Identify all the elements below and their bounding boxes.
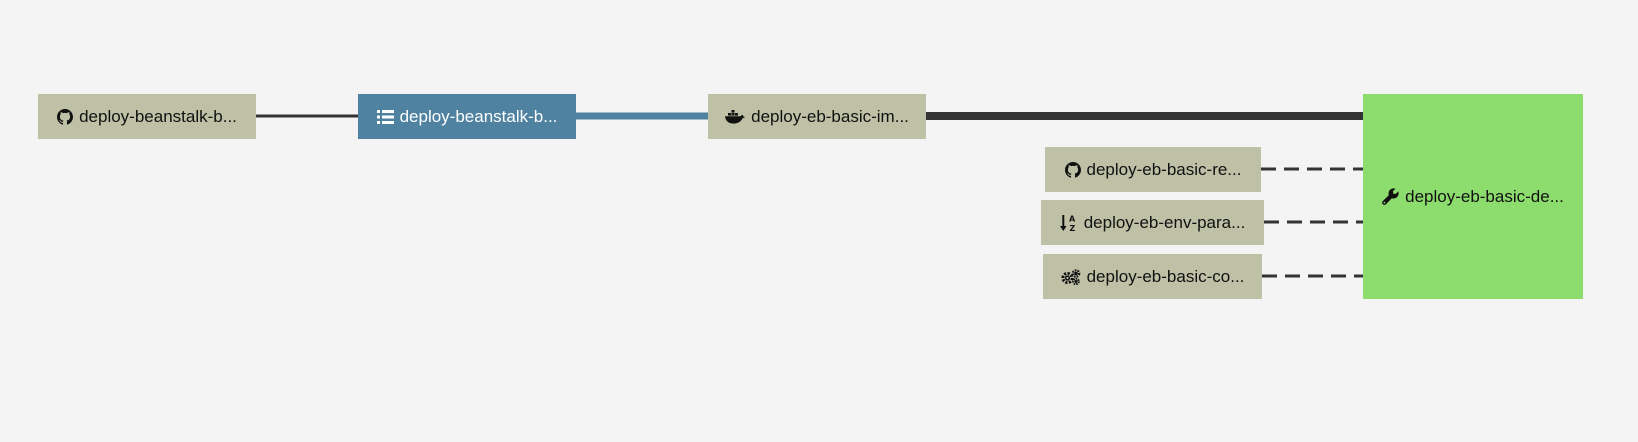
svg-text:Z: Z <box>1069 224 1075 232</box>
github-icon <box>1064 161 1081 178</box>
resource-node-repo[interactable]: deploy-eb-basic-re... <box>1045 147 1261 192</box>
job-node-deploy[interactable]: deploy-eb-basic-de... <box>1363 94 1583 299</box>
node-label: deploy-eb-basic-co... <box>1086 266 1245 286</box>
github-icon <box>57 108 74 125</box>
node-label: deploy-eb-env-para... <box>1083 212 1246 232</box>
resource-node-image[interactable]: deploy-eb-basic-im... <box>708 94 926 139</box>
node-label: deploy-beanstalk-b... <box>399 106 558 126</box>
node-label: deploy-eb-basic-de... <box>1405 186 1564 206</box>
cogs-icon <box>1060 268 1081 285</box>
sort-alpha-icon: A Z <box>1059 214 1078 232</box>
resource-node-config[interactable]: deploy-eb-basic-co... <box>1043 254 1262 299</box>
job-node-build[interactable]: deploy-beanstalk-b... <box>358 94 576 139</box>
node-label: deploy-beanstalk-b... <box>79 106 237 126</box>
node-label: deploy-eb-basic-im... <box>751 106 909 126</box>
resource-node-repo-source[interactable]: deploy-beanstalk-b... <box>38 94 256 139</box>
docker-icon <box>725 109 745 124</box>
svg-text:A: A <box>1069 214 1076 223</box>
wrench-icon <box>1382 188 1399 205</box>
list-icon <box>376 109 394 124</box>
node-label: deploy-eb-basic-re... <box>1086 159 1242 179</box>
resource-node-env-params[interactable]: A Z deploy-eb-env-para... <box>1041 200 1264 245</box>
